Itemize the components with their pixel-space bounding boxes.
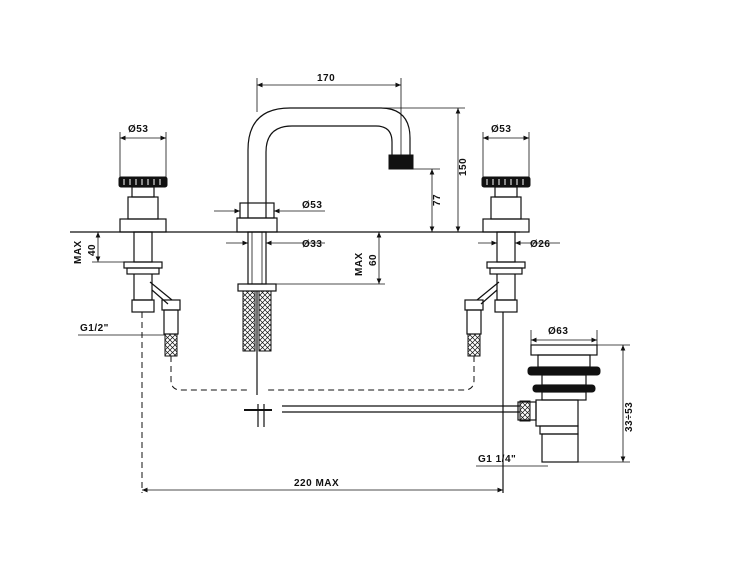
spout-deck-thickness-label: 60 xyxy=(368,254,379,266)
hot-hose xyxy=(170,356,248,391)
right-handle-diameter-label: Ø53 xyxy=(491,124,511,135)
spout-shank-diameter-label: Ø33 xyxy=(302,239,322,250)
spout-outlet-label: 77 xyxy=(432,194,443,206)
right-valve xyxy=(464,176,531,493)
drain-thread-label: G1 1/4" xyxy=(478,454,516,465)
inlet-thread-label: G1/2" xyxy=(80,323,109,334)
valve-deck-max-label: MAX xyxy=(73,240,84,264)
left-handle-diameter-label: Ø53 xyxy=(128,124,148,135)
left-valve xyxy=(118,176,181,493)
spout xyxy=(236,107,414,427)
spout-deck-max-label: MAX xyxy=(354,252,365,276)
spout-reach-label: 170 xyxy=(317,73,335,84)
valve-deck-thickness-label: 40 xyxy=(87,244,98,256)
total-spread-label: 220 MAX xyxy=(294,478,339,489)
drain-head-diameter-label: Ø63 xyxy=(548,326,568,337)
drain-range-label: 33÷53 xyxy=(624,402,635,432)
cold-hose xyxy=(266,356,475,391)
drain xyxy=(517,344,601,463)
valve-shank-diameter-label: Ø26 xyxy=(530,239,550,250)
spout-base-diameter-label: Ø53 xyxy=(302,200,322,211)
spout-height-label: 150 xyxy=(458,158,469,176)
